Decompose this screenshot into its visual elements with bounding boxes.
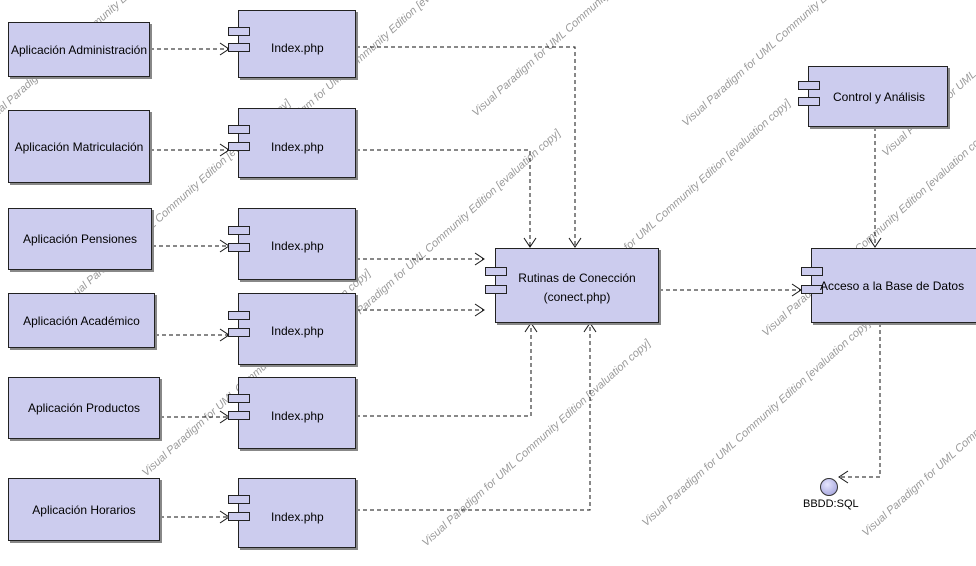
- index-label-2: Index.php: [271, 140, 324, 154]
- app-matriculacion-label: Aplicación Matriculación: [14, 139, 144, 154]
- component-tab: [801, 285, 823, 294]
- index-component-5[interactable]: Index.php: [228, 377, 356, 449]
- component-tab: [228, 43, 250, 52]
- arrowhead: [524, 322, 538, 333]
- app-academico-box[interactable]: Aplicación Académico: [8, 293, 155, 348]
- app-pensiones-box[interactable]: Aplicación Pensiones: [8, 208, 152, 270]
- app-administracion-box[interactable]: Aplicación Administración: [8, 22, 150, 77]
- arrowhead: [474, 252, 485, 266]
- component-tab: [228, 512, 250, 521]
- component-tab: [798, 81, 820, 90]
- component-tab: [228, 411, 250, 420]
- rutinas-title: Rutinas de Conección: [518, 271, 636, 285]
- component-tab: [228, 394, 250, 403]
- app-matriculacion-box[interactable]: Aplicación Matriculación: [8, 110, 150, 183]
- rutinas-component[interactable]: Rutinas de Conección (conect.php): [485, 248, 659, 323]
- arrowhead: [568, 237, 582, 248]
- app-horarios-label: Aplicación Horarios: [32, 502, 136, 517]
- app-administracion-label: Aplicación Administración: [10, 42, 148, 57]
- app-productos-label: Aplicación Productos: [27, 401, 141, 415]
- app-horarios-box[interactable]: Aplicación Horarios: [8, 478, 160, 541]
- component-tab: [485, 267, 507, 276]
- component-tab: [228, 311, 250, 320]
- arrowhead: [474, 303, 485, 317]
- arrowhead: [838, 470, 849, 484]
- app-productos-box[interactable]: Aplicación Productos: [8, 377, 160, 439]
- component-tab: [228, 243, 250, 252]
- index-label-4: Index.php: [271, 324, 324, 338]
- component-tab: [228, 226, 250, 235]
- arrowhead: [868, 237, 882, 248]
- component-tab: [485, 285, 507, 294]
- component-tab: [801, 267, 823, 276]
- control-label: Control y Análisis: [833, 90, 926, 104]
- index-component-3[interactable]: Index.php: [228, 208, 356, 280]
- index-label-1: Index.php: [271, 41, 324, 55]
- index-label-6: Index.php: [271, 510, 324, 524]
- app-academico-label: Aplicación Académico: [23, 313, 140, 328]
- index-component-6[interactable]: Index.php: [228, 478, 356, 548]
- component-tab: [228, 125, 250, 134]
- component-tab: [228, 495, 250, 504]
- component-tab: [798, 97, 820, 106]
- dep-index6-rutinas: [356, 323, 591, 511]
- component-tab: [228, 328, 250, 337]
- bbdd-interface-circle[interactable]: [820, 478, 838, 496]
- dep-index1-rutinas: [356, 46, 576, 246]
- arrowhead: [583, 322, 597, 333]
- index-component-2[interactable]: Index.php: [228, 108, 356, 178]
- dep-acceso-bbdd: [840, 323, 881, 478]
- index-component-1[interactable]: Index.php: [228, 10, 356, 78]
- index-label-3: Index.php: [271, 239, 324, 253]
- component-tab: [228, 27, 250, 36]
- dep-index5-rutinas: [356, 323, 532, 417]
- dep-index2-rutinas: [356, 149, 531, 246]
- component-tab: [228, 142, 250, 151]
- app-pensiones-label: Aplicación Pensiones: [22, 232, 138, 246]
- control-component[interactable]: Control y Análisis: [798, 66, 948, 127]
- arrowhead: [523, 237, 537, 248]
- index-component-4[interactable]: Index.php: [228, 293, 356, 365]
- acceso-label: Acceso a la Base de Datos: [820, 279, 965, 293]
- rutinas-subtitle: (conect.php): [543, 290, 611, 304]
- index-label-5: Index.php: [271, 409, 324, 423]
- acceso-component[interactable]: Acceso a la Base de Datos: [801, 248, 976, 323]
- bbdd-interface-label: BBDD:SQL: [803, 498, 859, 510]
